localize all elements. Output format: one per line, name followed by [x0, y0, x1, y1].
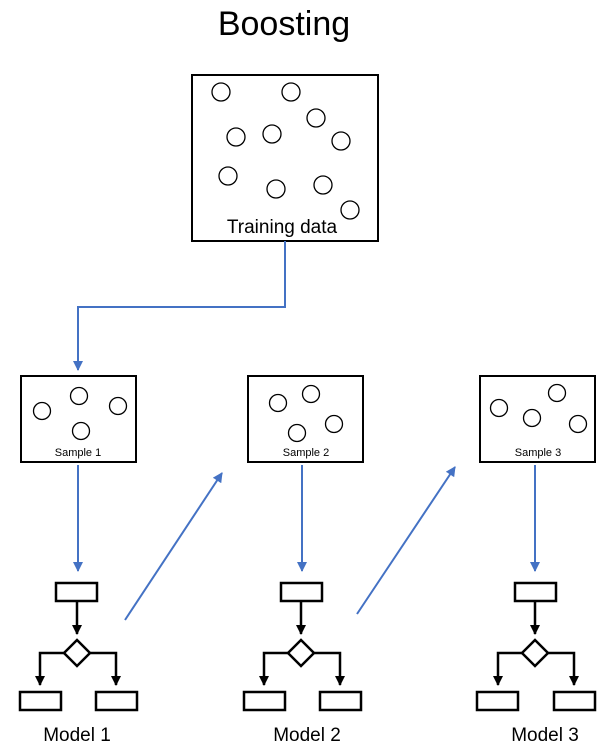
model-2-tree-icon — [242, 581, 363, 712]
model-3-label: Model 3 — [511, 725, 579, 746]
sample-3-box: Sample 3 — [479, 375, 596, 463]
training-data-label: Training data — [227, 217, 338, 238]
model1-to-sample2-arrow — [124, 472, 223, 621]
training-data-box: Training data — [191, 74, 379, 242]
model-1-label: Model 1 — [43, 725, 111, 746]
sample-1-label: Sample 1 — [55, 447, 101, 459]
model-2-label: Model 2 — [273, 725, 341, 746]
sample-2-box: Sample 2 — [247, 375, 364, 463]
model2-to-sample3-arrow — [356, 466, 456, 615]
model-3-tree-icon — [475, 581, 597, 712]
sample-2-label: Sample 2 — [283, 447, 329, 459]
diagram-title: Boosting — [218, 5, 350, 43]
training-to-sample1-arrow — [73, 241, 286, 371]
sample-3-label: Sample 3 — [515, 447, 561, 459]
sample-1-box: Sample 1 — [20, 375, 137, 463]
model-1-tree-icon — [18, 581, 139, 712]
